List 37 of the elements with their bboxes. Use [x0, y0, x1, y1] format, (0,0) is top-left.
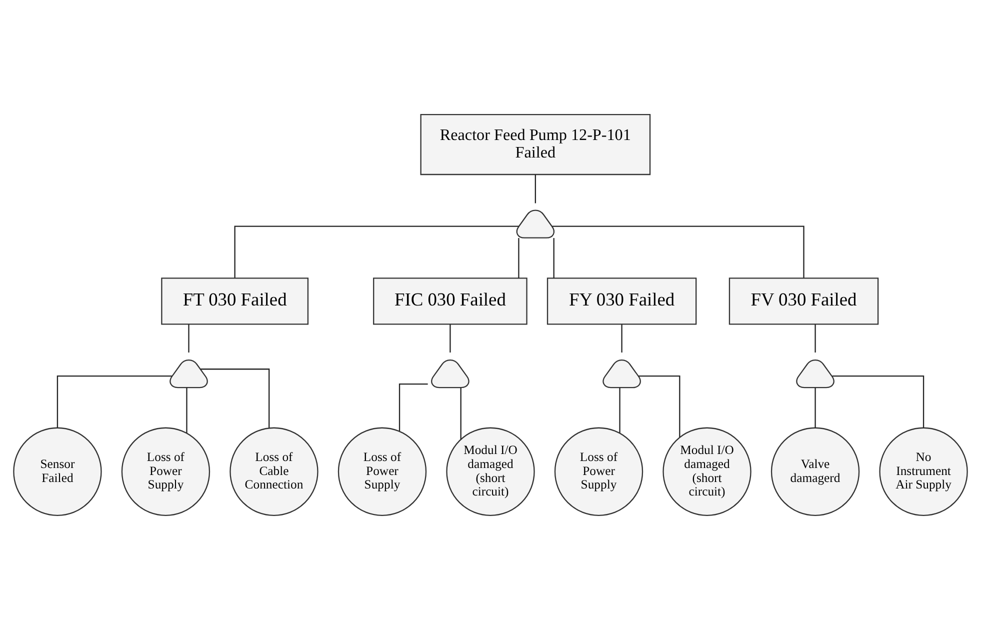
connector — [814, 324, 816, 352]
connector — [553, 238, 554, 278]
node-circle: Loss of Power Supply — [554, 426, 644, 516]
node-gate — [170, 358, 208, 388]
node-circle: Modul I/O damaged (short circuit) — [662, 426, 752, 516]
node-gate — [796, 358, 834, 388]
connector — [619, 387, 620, 432]
connector — [398, 383, 428, 430]
connector — [638, 374, 680, 437]
node-gate — [516, 209, 555, 238]
node-circle: Modul I/O damaged (short circuit) — [446, 426, 535, 516]
connector — [234, 225, 519, 278]
connector — [186, 387, 188, 432]
connector — [552, 225, 804, 278]
node-circle: Loss of Cable Connection — [230, 426, 318, 516]
node-box: FV 030 Failed — [728, 277, 879, 324]
connector — [460, 387, 462, 439]
connector — [200, 368, 270, 428]
node-box: Reactor Feed Pump 12-P-101 Failed — [420, 114, 651, 175]
node-box: FT 030 Failed — [161, 277, 309, 324]
node-circle: No Instrument Air Supply — [879, 426, 968, 516]
node-circle: Sensor Failed — [13, 426, 102, 516]
node-gate — [431, 358, 470, 388]
node-circle: Loss of Power Supply — [338, 426, 427, 516]
connector — [832, 374, 924, 428]
node-gate — [602, 358, 641, 388]
node-circle: Valve damagerd — [770, 426, 860, 516]
connector — [56, 374, 172, 428]
node-box: FIC 030 Failed — [373, 277, 528, 324]
connector — [621, 324, 622, 352]
connector — [188, 324, 190, 352]
connector — [450, 324, 451, 352]
node-circle: Loss of Power Supply — [121, 426, 210, 516]
connector — [534, 174, 536, 203]
connector — [518, 238, 520, 278]
connector — [814, 387, 816, 428]
node-box: FY 030 Failed — [546, 277, 697, 324]
